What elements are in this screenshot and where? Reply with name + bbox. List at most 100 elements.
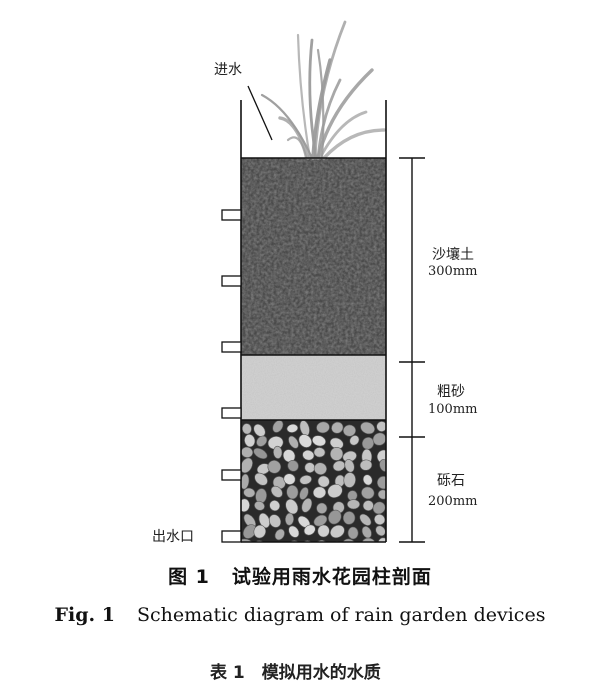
gravel-stone xyxy=(360,421,375,435)
gravel-stone xyxy=(285,498,299,515)
layer-sand-thickness: 100mm xyxy=(428,402,478,417)
figure-title-en: Schematic diagram of rain garden devices xyxy=(136,604,546,626)
grass-blade xyxy=(316,78,342,160)
gravel-stone xyxy=(361,436,375,450)
gravel-stone xyxy=(346,499,360,510)
port xyxy=(221,407,242,419)
gravel-stone xyxy=(362,474,373,486)
gravel-stone xyxy=(328,541,344,542)
grass-blade xyxy=(311,58,332,160)
gravel-stone xyxy=(331,421,344,434)
coarse-sand-layer xyxy=(241,355,386,420)
grass-blade xyxy=(316,48,325,160)
gravel-stone xyxy=(253,447,268,460)
figure-number-cn: 图 1 xyxy=(168,566,210,588)
gravel-stone xyxy=(302,449,315,461)
gravel-stone xyxy=(379,459,386,472)
port xyxy=(221,275,242,287)
gravel-stone xyxy=(267,460,282,474)
gravel-stone xyxy=(303,524,316,536)
gravel-stone xyxy=(298,434,313,448)
gravel-stone xyxy=(274,528,285,541)
inlet-leader-line xyxy=(247,85,273,141)
gravel-stone xyxy=(314,540,329,542)
layer-sand-name: 粗砂 xyxy=(437,384,465,400)
gravel-stone xyxy=(343,472,356,488)
gravel-stone xyxy=(243,487,256,498)
gravel-stone xyxy=(313,447,326,458)
gravel-stone xyxy=(316,502,328,514)
layer-gravel-thickness: 200mm xyxy=(428,494,478,509)
gravel-stone xyxy=(374,513,386,526)
gravel-stone xyxy=(301,497,313,513)
gravel-stone xyxy=(270,485,283,498)
gravel-stone xyxy=(312,435,326,447)
gravel-stone xyxy=(376,476,386,490)
gravel-stone xyxy=(283,473,296,485)
cut-off-table-title: 表 1 模拟用水的水质 xyxy=(210,663,381,683)
gravel-stone xyxy=(304,462,316,473)
grass-blade xyxy=(322,128,386,160)
inlet-label: 进水 xyxy=(214,62,242,78)
gravel-stone xyxy=(244,434,256,448)
gravel-stone xyxy=(287,459,299,472)
gravel-stone xyxy=(241,423,252,435)
gravel-stone xyxy=(317,524,330,538)
gravel-stone xyxy=(284,512,295,526)
sampling-ports xyxy=(221,209,242,543)
gravel-layer xyxy=(241,420,386,542)
gravel-stone xyxy=(299,474,312,485)
gravel-stone xyxy=(256,435,268,447)
grass-blade xyxy=(278,116,310,160)
column-walls xyxy=(240,100,387,543)
gravel-stone xyxy=(361,526,372,539)
gravel-stone xyxy=(269,500,281,512)
gravel-stone xyxy=(253,423,266,437)
gravel-stone xyxy=(375,525,386,537)
gravel-stone xyxy=(330,524,345,539)
gravel-stone xyxy=(268,514,282,528)
grass-blade xyxy=(286,136,308,160)
gravel-stone xyxy=(359,459,373,471)
port xyxy=(221,469,242,481)
gravel-stone xyxy=(241,473,250,490)
gravel-stone xyxy=(288,540,301,542)
layer-soil-thickness: 300mm xyxy=(428,264,478,279)
gravel-stone xyxy=(286,423,299,433)
gravel-stone xyxy=(254,500,265,511)
grass-blade xyxy=(318,110,368,160)
gravel-stone xyxy=(377,537,386,542)
gravel-stone xyxy=(288,525,300,538)
grass-blade xyxy=(316,68,374,160)
grass-plant xyxy=(260,20,386,160)
outlet-port xyxy=(221,530,242,543)
grass-blade xyxy=(296,33,312,160)
gravel-stone xyxy=(362,500,374,512)
gravel-stone xyxy=(316,421,330,434)
layer-gravel-name: 砾石 xyxy=(437,473,465,489)
layer-soil-name: 沙壤土 xyxy=(432,247,474,263)
gravel-stone xyxy=(286,485,299,500)
gravel-stone xyxy=(344,459,355,473)
column-section-svg xyxy=(221,20,425,543)
gravel-stone xyxy=(312,486,327,499)
gravel-stone xyxy=(253,540,266,542)
gravel-stone xyxy=(254,472,268,486)
gravel-stone xyxy=(342,511,356,525)
port xyxy=(221,341,242,353)
gravel-stone xyxy=(329,447,344,461)
gravel-stone xyxy=(313,462,327,475)
grass-blade xyxy=(260,93,314,160)
outlet-label: 出水口 xyxy=(152,529,194,545)
gravel-stone xyxy=(272,420,284,433)
gravel-stone xyxy=(288,435,299,449)
gravel-stone xyxy=(317,475,330,488)
gravel-stone xyxy=(327,483,343,499)
gravel-stone xyxy=(343,424,356,437)
dimension-bracket xyxy=(399,157,425,543)
gravel-stone xyxy=(328,509,342,525)
figure-number-en: Fig. 1 xyxy=(54,604,115,626)
gravel-stone xyxy=(299,486,309,500)
port xyxy=(221,209,242,221)
